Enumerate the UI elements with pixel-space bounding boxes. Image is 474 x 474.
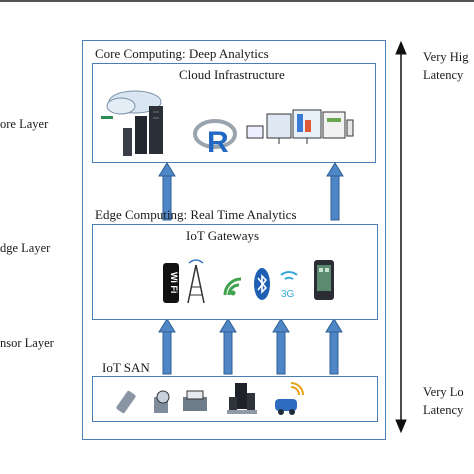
3g-label: 3G [281, 289, 295, 300]
arrow-san-to-edge-4 [325, 318, 343, 375]
wifi-icon: Wi Fi [163, 263, 179, 303]
arrow-san-to-edge-2 [219, 318, 237, 375]
edge-layer-label: dge Layer [0, 241, 51, 255]
architecture-frame [82, 40, 386, 440]
iot-gateways-title: IoT Gateways [186, 228, 260, 243]
high-latency-line2: Latency [423, 68, 464, 82]
iot-san-panel [92, 376, 378, 422]
iot-san-title: IoT SAN [102, 360, 150, 375]
arrow-san-to-edge-3 [272, 318, 290, 375]
core-computing-title: Core Computing: Deep Analytics [95, 46, 269, 61]
r-logo-letter: R [207, 126, 229, 159]
iot-gateways-panel: IoT Gateways Wi Fi 3G [92, 224, 378, 320]
cloud-infrastructure-panel: Cloud Infrastructure R [92, 63, 376, 163]
sensor-device-icon [116, 390, 136, 414]
high-latency-label: Very Hig Latency [423, 48, 468, 84]
bluetooth-icon [254, 268, 270, 300]
latency-arrow [395, 40, 407, 434]
low-latency-line1: Very Lo [423, 385, 464, 399]
3g-icon: 3G [280, 271, 298, 300]
core-layer-label: ore Layer [0, 117, 49, 131]
sensor-layer-label: nsor Layer [0, 336, 54, 350]
cloud-servers-icon [101, 90, 163, 156]
camera-icon [154, 390, 170, 413]
r-logo-icon: R [193, 119, 237, 159]
arrow-edge-to-core-right [326, 162, 344, 221]
high-latency-line1: Very Hig [423, 50, 469, 64]
connected-car-icon [275, 382, 304, 415]
arrow-edge-to-core-left [158, 162, 176, 221]
dashboards-icon [246, 109, 354, 144]
edge-computing-title: Edge Computing: Real Time Analytics [95, 207, 297, 222]
signal-icon [223, 277, 242, 296]
cell-tower-icon [187, 259, 205, 304]
smartphone-icon [314, 260, 334, 300]
cloud-infrastructure-title: Cloud Infrastructure [179, 67, 285, 82]
low-latency-label: Very Lo Latency [423, 383, 464, 419]
low-latency-line2: Latency [423, 403, 464, 417]
arrow-san-to-edge-1 [158, 318, 176, 375]
printer-icon [183, 390, 207, 411]
top-frame-line [0, 0, 474, 2]
building-icon [227, 383, 257, 414]
